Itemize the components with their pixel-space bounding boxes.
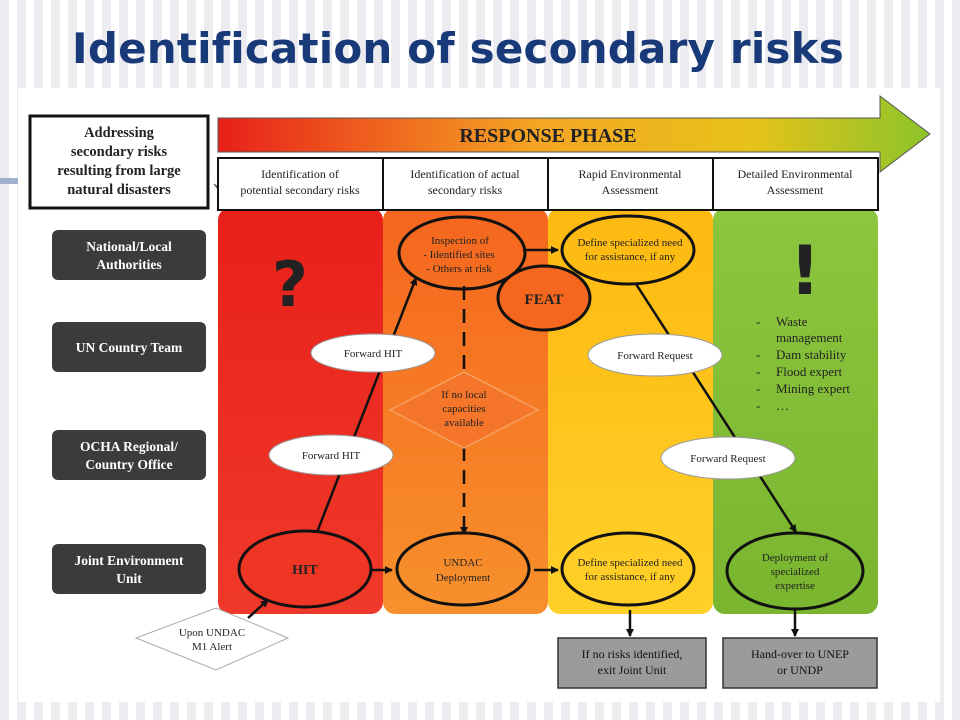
- define-need-text: Define specialized need: [577, 237, 683, 249]
- decision-text: capacities: [442, 403, 485, 415]
- trigger-diamond: [134, 607, 290, 671]
- side-note-line: resulting from large: [57, 163, 181, 179]
- exit-outcome-text: exit Joint Unit: [598, 663, 667, 677]
- expert-item: Waste: [776, 314, 808, 329]
- column-header-box: [382, 157, 549, 211]
- arrow-trigger-to-hit: [247, 599, 269, 619]
- define-need-node-bottom: [560, 531, 696, 607]
- hit-node: [237, 529, 373, 609]
- decision-text: If no local: [441, 389, 486, 401]
- expert-item: Flood expert: [776, 364, 842, 379]
- handover-outcome-box: [722, 637, 878, 689]
- question-mark-icon: ?: [272, 248, 308, 321]
- expert-item: Dam stability: [776, 347, 847, 362]
- deployment-text: specialized: [771, 566, 820, 578]
- feat-node: [496, 264, 592, 332]
- column-header-box: [217, 157, 384, 211]
- feat-text: FEAT: [525, 292, 564, 308]
- svg-text:-: -: [756, 381, 760, 396]
- actor-box: [52, 430, 206, 480]
- inspection-text: - Identified sites: [423, 249, 494, 261]
- diagram-panel: RESPONSE PHASE Addressing secondary risk…: [18, 88, 940, 702]
- column-green: [713, 208, 878, 614]
- forward-request-label-upper: [587, 333, 723, 377]
- actor-label: National/Local: [86, 239, 172, 254]
- expert-item: Mining expert: [776, 381, 850, 396]
- side-note-text: Addressing secondary risks resulting fro…: [57, 125, 181, 198]
- column-header-box: [712, 157, 879, 211]
- inspection-text: - Others at risk: [426, 263, 492, 275]
- deployment-node: [725, 531, 865, 611]
- side-note-line: Addressing: [84, 125, 155, 141]
- actor-label: OCHA Regional/: [80, 439, 178, 454]
- actor-label: Country Office: [85, 457, 172, 472]
- side-note-line: secondary risks: [71, 144, 168, 160]
- svg-text:-: -: [756, 347, 760, 362]
- column-header-text: Assessment: [602, 183, 659, 197]
- exit-outcome-text: If no risks identified,: [582, 647, 683, 661]
- forward-hit-text-upper: Forward HIT: [344, 348, 403, 360]
- arrow-hit-to-inspection: [312, 277, 418, 541]
- actor-box: [52, 322, 206, 372]
- forward-hit-label-lower: [268, 434, 394, 476]
- accent-bar: [0, 178, 30, 184]
- forward-hit-text-lower: Forward HIT: [302, 450, 361, 462]
- decision-diamond: [388, 371, 540, 449]
- column-header-text: potential secondary risks: [240, 183, 360, 197]
- exclamation-mark-icon: !: [789, 232, 820, 311]
- define-need-node-top: [560, 214, 696, 286]
- define-need-text: for assistance, if any: [585, 251, 676, 263]
- inspection-node: [397, 215, 527, 291]
- actor-label: Unit: [116, 571, 142, 586]
- svg-text:-: -: [756, 364, 760, 379]
- column-header-text: Identification of: [261, 167, 339, 181]
- inspection-text: Inspection of: [431, 235, 489, 247]
- define-need-text: for assistance, if any: [585, 571, 676, 583]
- handover-outcome-text: or UNDP: [777, 663, 823, 677]
- forward-request-label-lower: [660, 436, 796, 480]
- side-note-line: natural disasters: [67, 182, 171, 198]
- define-need-text: Define specialized need: [577, 557, 683, 569]
- response-phase-label: RESPONSE PHASE: [459, 125, 636, 147]
- undac-node: [395, 531, 531, 607]
- actor-label: Joint Environment: [75, 553, 184, 568]
- column-header-text: Rapid Environmental: [579, 167, 683, 181]
- trigger-text: M1 Alert: [192, 641, 232, 653]
- column-header-text: Detailed Environmental: [738, 167, 854, 181]
- forward-hit-label-upper: [310, 333, 436, 373]
- column-yellow: [548, 208, 713, 614]
- column-headers: Identification of potential secondary ri…: [217, 157, 879, 211]
- trigger-text: Upon UNDAC: [179, 627, 245, 639]
- actor-boxes: National/Local Authorities UN Country Te…: [52, 230, 206, 594]
- expert-item: …: [776, 398, 789, 413]
- actor-box: [52, 544, 206, 594]
- handover-outcome-text: Hand-over to UNEP: [751, 647, 849, 661]
- actor-label: UN Country Team: [76, 340, 183, 355]
- side-note-box: [28, 114, 210, 210]
- column-header-box: [547, 157, 714, 211]
- response-phase-arrow: [217, 94, 931, 174]
- undac-text: UNDAC: [443, 557, 482, 569]
- undac-text: Deployment: [436, 572, 490, 584]
- actor-label: Authorities: [96, 257, 161, 272]
- forward-request-text-upper: Forward Request: [617, 350, 692, 362]
- workflow-diagram: RESPONSE PHASE Addressing secondary risk…: [28, 94, 931, 689]
- svg-text:-: -: [756, 398, 760, 413]
- decision-text: available: [444, 417, 484, 429]
- deployment-text: expertise: [775, 580, 815, 592]
- hit-text: HIT: [292, 563, 318, 578]
- svg-text:-: -: [756, 314, 760, 329]
- column-header-text: secondary risks: [428, 183, 503, 197]
- slide-title: Identification of secondary risks: [72, 24, 844, 73]
- exit-outcome-box: [557, 637, 707, 689]
- expert-list: - Waste management - Dam stability - Flo…: [756, 314, 850, 413]
- arrow-define-to-deployment: [634, 283, 798, 533]
- column-header-text: Identification of actual: [410, 167, 520, 181]
- actor-box: [52, 230, 206, 280]
- deployment-text: Deployment of: [762, 552, 829, 564]
- forward-request-text-lower: Forward Request: [690, 453, 765, 465]
- column-red: [218, 208, 383, 614]
- expert-item: management: [776, 330, 843, 345]
- column-header-text: Assessment: [767, 183, 824, 197]
